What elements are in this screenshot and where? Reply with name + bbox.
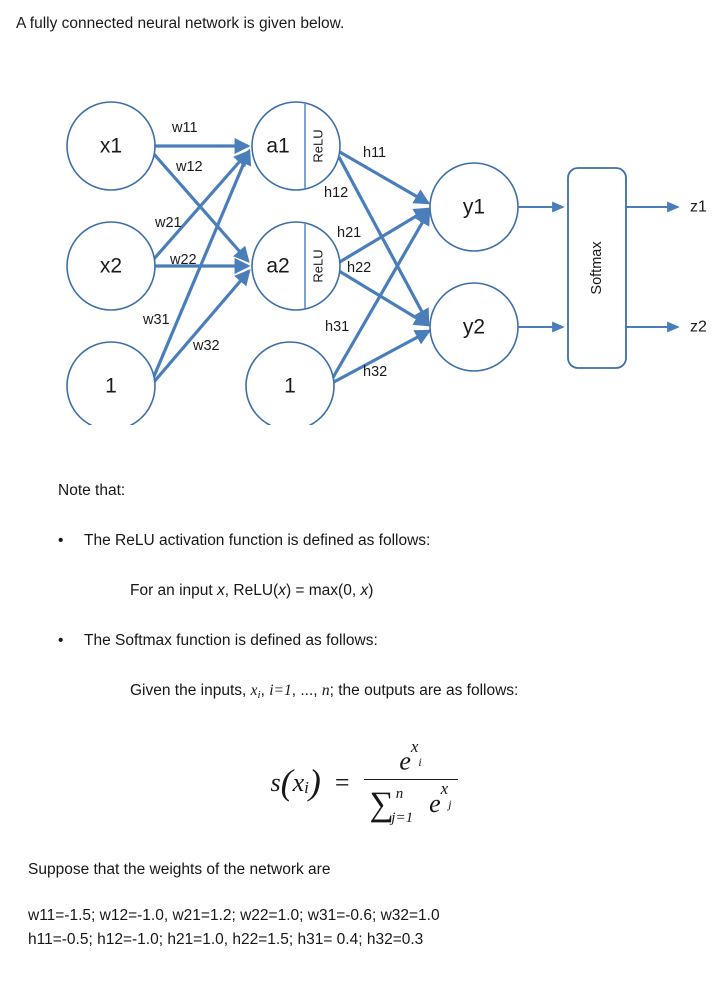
relu-def-end: ) xyxy=(368,582,374,599)
formula-den-e: e xyxy=(429,788,441,818)
weight-label-h12: h12 xyxy=(324,185,348,201)
relu-def-var1: x xyxy=(217,582,225,599)
relu-def-prefix: For an input xyxy=(130,582,218,599)
edge-a2-y1 xyxy=(337,207,431,265)
node-a1: a1 ReLU xyxy=(251,101,341,191)
node-y2-label: y2 xyxy=(463,316,485,339)
weight-label-h21: h21 xyxy=(337,225,361,241)
node-y1: y1 xyxy=(429,162,519,252)
weight-label-w22: w22 xyxy=(169,252,197,268)
node-y1-label: y1 xyxy=(463,196,485,219)
node-a1-activation-label: ReLU xyxy=(311,129,326,162)
bullet-dot-icon: • xyxy=(58,632,64,649)
note-bullet-softmax: • The Softmax function is defined as fol… xyxy=(58,632,378,651)
weight-label-w21: w21 xyxy=(154,215,182,231)
node-bias-input: 1 xyxy=(66,341,156,425)
node-bias-hidden: 1 xyxy=(245,341,335,425)
relu-def-var3: x xyxy=(360,582,369,599)
softmax-block: Softmax xyxy=(567,167,627,369)
softmax-def-i: i=1 xyxy=(269,682,292,699)
relu-def-var2: x xyxy=(278,582,286,599)
weight-label-w32: w32 xyxy=(192,338,220,354)
formula-denominator: ∑n j=1 exj xyxy=(364,779,458,826)
relu-definition: For an input x, ReLU(x) = max(0, x) xyxy=(130,582,373,600)
node-a2-label: a2 xyxy=(266,255,289,278)
bullet-dot-icon: • xyxy=(58,532,64,549)
node-y2: y2 xyxy=(429,282,519,372)
formula-sigma-bottom: j=1 xyxy=(391,809,414,826)
note-bullet-softmax-text: The Softmax function is defined as follo… xyxy=(84,632,378,649)
edge-bias1-a1 xyxy=(150,148,252,382)
node-a2-activation-label: ReLU xyxy=(311,249,326,282)
node-a1-label: a1 xyxy=(266,135,289,158)
formula-num-sup-sub: i xyxy=(418,754,422,769)
node-bias-hidden-label: 1 xyxy=(284,375,296,398)
softmax-def-x: x xyxy=(250,682,258,699)
weight-label-h31: h31 xyxy=(325,319,349,335)
edges-input-to-hidden xyxy=(150,138,252,385)
weight-label-w12: w12 xyxy=(175,159,203,175)
weights-lead-in: Suppose that the weights of the network … xyxy=(28,861,331,878)
softmax-def-suffix: ; the outputs are as follows: xyxy=(329,682,519,699)
edge-a1-y2 xyxy=(337,156,430,326)
weight-label-w11: w11 xyxy=(171,120,198,136)
formula-x-subscript: i xyxy=(304,777,309,797)
edge-bias1-a2 xyxy=(151,269,251,385)
formula-num-e: e xyxy=(399,746,411,776)
edge-bias2-y2 xyxy=(331,329,432,385)
weights-line-h: h11=-0.5; h12=-1.0; h21=1.0, h22=1.5; h3… xyxy=(28,931,424,949)
note-bullet-relu: • The ReLU activation function is define… xyxy=(58,532,430,551)
softmax-def-comma: , ..., xyxy=(291,682,322,699)
edge-a1-y1 xyxy=(337,149,431,205)
weight-label-w31: w31 xyxy=(142,312,170,328)
relu-def-mid: , ReLU( xyxy=(224,582,279,599)
edges-output-to-softmax xyxy=(518,201,680,333)
softmax-def-xsub: i xyxy=(257,689,261,701)
neural-network-diagram: x1 x2 1 a1 ReLU a2 ReLU 1 y1 y2 Softmax … xyxy=(66,101,707,425)
formula-s: s xyxy=(270,767,281,797)
formula-x: x xyxy=(292,767,305,797)
weight-label-h22: h22 xyxy=(347,260,371,276)
formula-sigma-top: n xyxy=(395,785,404,802)
node-a2: a2 ReLU xyxy=(251,221,341,311)
formula-den-sup-sub: j xyxy=(448,796,452,811)
weights-line-w: w11=-1.5; w12=-1.0, w21=1.2; w22=1.0; w3… xyxy=(28,907,440,925)
formula-numerator: exi xyxy=(363,737,458,780)
note-bullet-relu-text: The ReLU activation function is defined … xyxy=(84,532,431,549)
softmax-def-mid: , xyxy=(260,682,270,699)
edge-bias2-y1 xyxy=(329,208,431,382)
softmax-def-n: n xyxy=(321,682,330,699)
output-z2-label: z2 xyxy=(690,319,707,336)
edges-hidden-to-output xyxy=(329,149,432,385)
softmax-definition: Given the inputs, xi, i=1, ..., n; the o… xyxy=(130,682,519,701)
node-x2: x2 xyxy=(66,221,156,311)
formula-equals: = xyxy=(334,767,350,797)
intro-text: A fully connected neural network is give… xyxy=(16,15,345,32)
formula-close-paren: ) xyxy=(308,762,321,803)
edge-a2-y2 xyxy=(338,269,431,327)
softmax-def-prefix: Given the inputs, xyxy=(130,682,251,699)
formula-open-paren: ( xyxy=(280,762,293,803)
formula-sigma: ∑ xyxy=(369,785,394,823)
node-x1: x1 xyxy=(66,101,156,191)
weight-label-h32: h32 xyxy=(363,364,387,380)
softmax-label: Softmax xyxy=(589,241,605,295)
relu-def-suffix: ) = max(0, xyxy=(285,582,361,599)
notes-heading: Note that: xyxy=(58,482,126,499)
output-z1-label: z1 xyxy=(690,199,707,216)
node-bias-input-label: 1 xyxy=(105,375,117,398)
formula-num-sup-x: x xyxy=(410,737,419,756)
edge-x2-a1 xyxy=(151,150,250,262)
weights-section: Suppose that the weights of the network … xyxy=(28,858,440,952)
formula-den-sup-x: x xyxy=(440,779,449,798)
node-x2-label: x2 xyxy=(100,255,122,278)
weight-label-h11: h11 xyxy=(363,145,386,161)
node-x1-label: x1 xyxy=(100,135,122,158)
